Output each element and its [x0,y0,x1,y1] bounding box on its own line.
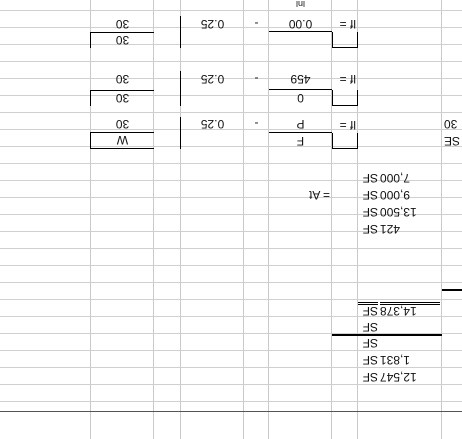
area-value-2[interactable]: 1,831 [380,353,411,367]
formula-2-num[interactable]: 459 [290,72,311,86]
row-divider [0,112,462,113]
formula-1-lhs-box [332,133,358,149]
formula-2-den[interactable]: 0 [269,89,332,106]
area-total-unit: SF [358,302,378,319]
row-divider [0,61,462,62]
formula-3-dash: - [254,17,259,31]
area-unit-3: SF [362,336,378,350]
edge-rule [442,289,462,291]
area-unit-4: SF [362,320,378,334]
formula-3-lhs: lf = [339,17,356,31]
area-value-1[interactable]: 12,547 [380,370,417,384]
mid-unit-1: SF [362,222,378,236]
row-divider [0,44,462,45]
frame-rule [0,411,462,412]
row-divider [0,248,462,249]
column-divider [268,0,269,439]
formula-2-lhs-box [332,90,358,106]
row-divider [0,10,462,11]
row-divider [0,282,462,283]
mid-unit-2: SF [362,205,378,219]
formula-3-top[interactable]: 30 [90,32,154,48]
formula-1-num[interactable]: P [296,117,305,131]
at-label: = At [308,188,330,202]
formula-1-lhs: lf = [339,118,356,132]
formula-1-dash: - [254,117,259,131]
formula-2-lhs: lf = [339,72,356,86]
formula-3-bottom[interactable]: 30 [115,17,130,31]
row-divider [0,163,462,164]
formula-1-bracket [153,117,181,149]
formula-2-factor[interactable]: 0.25 [200,72,225,86]
formula-2-bracket [153,71,181,106]
formula-1-factor[interactable]: 0.25 [200,117,225,131]
area-unit-1: SF [362,370,378,384]
formula-3-lhs-box [332,32,358,48]
area-total-value[interactable]: 14,378 [380,302,440,319]
formula-3-bracket [153,16,181,48]
total-rule [332,334,442,336]
partial-cut-text: lnl [296,0,306,7]
row-divider [0,95,462,96]
mid-value-3[interactable]: 9,000 [380,188,411,202]
formula-2-dash: - [254,72,259,86]
area-unit-2: SF [362,353,378,367]
column-divider [180,0,181,439]
formula-1-bottom[interactable]: 30 [115,117,130,131]
formula-3-num[interactable]: 0.00 [288,17,313,31]
column-divider [441,0,442,439]
mid-unit-3: SF [362,188,378,202]
formula-2-top[interactable]: 30 [90,90,154,106]
row-divider [0,401,462,402]
mid-value-1[interactable]: 421 [380,222,401,236]
edge-fragment-se: SE [444,134,461,148]
edge-fragment-30: 30 [444,117,458,131]
row-divider [0,350,462,351]
mid-value-2[interactable]: 13,500 [380,205,417,219]
formula-2-bottom[interactable]: 30 [115,72,130,86]
column-divider [331,0,332,439]
formula-3-den[interactable] [269,31,332,48]
formula-1-top[interactable]: W [90,132,154,149]
column-divider [153,0,154,439]
mid-value-4[interactable]: 7,000 [380,171,411,185]
formula-1-den[interactable]: F [269,132,332,149]
row-divider [0,146,462,147]
row-divider [0,299,462,300]
column-divider [90,0,91,439]
row-divider [0,265,462,266]
formula-3-factor[interactable]: 0.25 [200,17,225,31]
mid-unit-4: SF [362,171,378,185]
column-divider [243,0,244,439]
